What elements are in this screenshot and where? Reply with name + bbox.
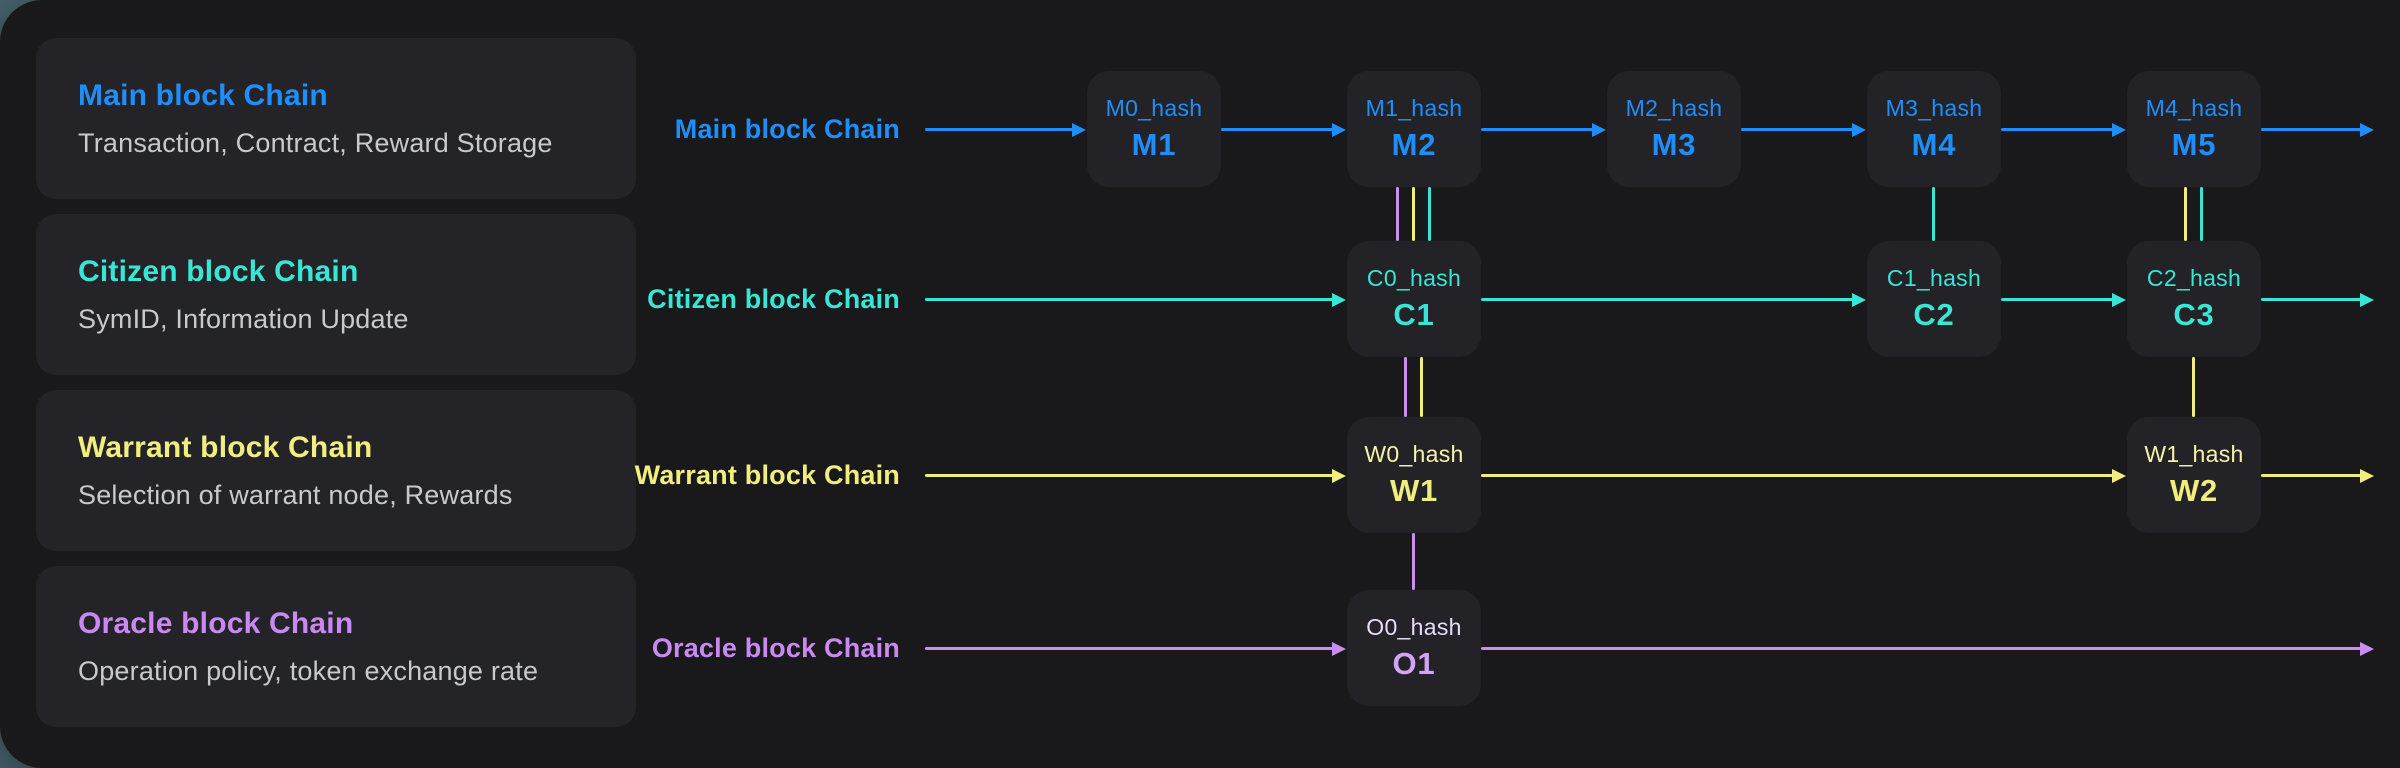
arrow-oracle-label-to-o1 xyxy=(925,647,1333,650)
legend-title-warrant: Warrant block Chain xyxy=(78,430,373,464)
block-w1: W0_hash W1 xyxy=(1347,417,1481,533)
arrow-c2-to-c3 xyxy=(2001,298,2113,301)
legend-subtitle-citizen: SymID, Information Update xyxy=(78,303,409,334)
link-c3-w2-yellow xyxy=(2192,357,2195,417)
legend-title-main: Main block Chain xyxy=(78,78,328,112)
block-m2-hash: M1_hash xyxy=(1365,95,1463,121)
block-m3-hash: M2_hash xyxy=(1625,95,1723,121)
arrow-o1-to-edge xyxy=(1481,647,2361,650)
legend-title-citizen: Citizen block Chain xyxy=(78,254,359,288)
link-m4-c2-cyan xyxy=(1932,187,1935,241)
arrow-m4-to-m5 xyxy=(2001,128,2113,131)
arrow-m5-to-edge xyxy=(2261,128,2361,131)
legend-subtitle-oracle: Operation policy, token exchange rate xyxy=(78,655,539,686)
block-c1: C0_hash C1 xyxy=(1347,241,1481,357)
arrow-m2-to-m3 xyxy=(1481,128,1593,131)
arrow-c3-to-edge xyxy=(2261,298,2361,301)
block-m2: M1_hash M2 xyxy=(1347,71,1481,187)
link-m2-c1-purple xyxy=(1396,187,1399,241)
block-c3-hash: C2_hash xyxy=(2146,265,2242,291)
block-w1-name: W1 xyxy=(1389,473,1439,508)
link-c1-w1-purple xyxy=(1404,357,1407,417)
block-m4: M3_hash M4 xyxy=(1867,71,2001,187)
block-m4-name: M4 xyxy=(1911,127,1957,162)
arrow-m1-to-m2 xyxy=(1221,128,1333,131)
arrow-m3-to-m4 xyxy=(1741,128,1853,131)
legend-subtitle-warrant: Selection of warrant node, Rewards xyxy=(78,479,513,510)
arrow-citizen-label-to-c1 xyxy=(925,298,1333,301)
link-w1-o1-purple xyxy=(1412,533,1415,590)
legend-title-oracle: Oracle block Chain xyxy=(78,606,354,640)
row-label-warrant: Warrant block Chain xyxy=(634,460,900,490)
block-c2-hash: C1_hash xyxy=(1886,265,1982,291)
arrow-warrant-label-to-w1 xyxy=(925,474,1333,477)
block-m1: M0_hash M1 xyxy=(1087,71,1221,187)
block-c3-name: C3 xyxy=(2173,297,2215,332)
block-m5-name: M5 xyxy=(2171,127,2217,162)
block-m2-name: M2 xyxy=(1391,127,1437,162)
block-o1-name: O1 xyxy=(1392,646,1436,681)
block-o1-hash: O0_hash xyxy=(1366,614,1462,640)
block-w2-hash: W1_hash xyxy=(2144,441,2244,467)
block-w2: W1_hash W2 xyxy=(2127,417,2261,533)
arrow-main-label-to-m1 xyxy=(925,128,1073,131)
block-c1-hash: C0_hash xyxy=(1366,265,1462,291)
block-c1-name: C1 xyxy=(1393,297,1435,332)
block-c2: C1_hash C2 xyxy=(1867,241,2001,357)
block-w2-name: W2 xyxy=(2169,473,2219,508)
row-label-main: Main block Chain xyxy=(674,114,900,144)
arrow-w1-to-w2 xyxy=(1481,474,2113,477)
link-m2-c1-cyan xyxy=(1428,187,1431,241)
legend-card-main: Main block Chain Transaction, Contract, … xyxy=(36,38,636,199)
legend-card-oracle: Oracle block Chain Operation policy, tok… xyxy=(36,566,636,727)
block-m3-name: M3 xyxy=(1651,127,1697,162)
block-m5: M4_hash M5 xyxy=(2127,71,2261,187)
block-c3: C2_hash C3 xyxy=(2127,241,2261,357)
arrow-w2-to-edge xyxy=(2261,474,2361,477)
block-m5-hash: M4_hash xyxy=(2145,95,2243,121)
legend-card-citizen: Citizen block Chain SymID, Information U… xyxy=(36,214,636,375)
block-w1-hash: W0_hash xyxy=(1364,441,1464,467)
block-c2-name: C2 xyxy=(1913,297,1955,332)
legend-subtitle-main: Transaction, Contract, Reward Storage xyxy=(78,127,553,158)
block-m4-hash: M3_hash xyxy=(1885,95,1983,121)
block-o1: O0_hash O1 xyxy=(1347,590,1481,706)
block-m1-hash: M0_hash xyxy=(1105,95,1203,121)
block-m1-name: M1 xyxy=(1131,127,1177,162)
link-m2-c1-yellow xyxy=(1412,187,1415,241)
row-label-citizen: Citizen block Chain xyxy=(647,284,900,314)
arrow-c1-to-c2 xyxy=(1481,298,1853,301)
block-m3: M2_hash M3 xyxy=(1607,71,1741,187)
legend-card-warrant: Warrant block Chain Selection of warrant… xyxy=(36,390,636,551)
row-label-oracle: Oracle block Chain xyxy=(651,633,900,663)
link-c1-w1-yellow xyxy=(1420,357,1423,417)
link-m5-c3-cyan xyxy=(2200,187,2203,241)
link-m5-c3-yellow xyxy=(2184,187,2187,241)
